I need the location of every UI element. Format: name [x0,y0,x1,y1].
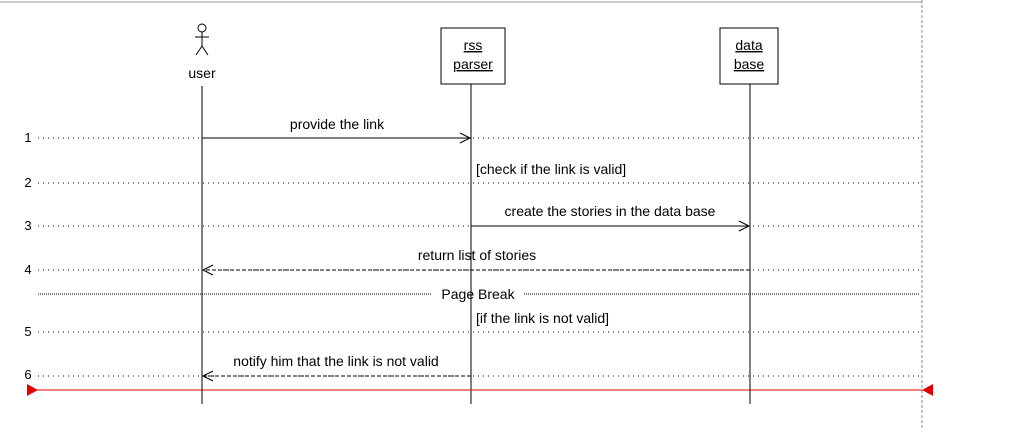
end-marker-left-triangle-icon[interactable] [27,384,38,396]
rss-parser-box [440,27,506,85]
step-number: 6 [24,367,31,382]
page-break-label: Page Break [441,286,515,302]
data-base-label-1: data [735,37,762,53]
arrowhead-icon [738,220,751,232]
message-return-list[interactable]: return list of stories [201,247,750,276]
object-data-base[interactable]: data base [719,27,779,85]
page-break: Page Break [38,286,920,302]
step-number: 3 [24,218,31,233]
message-notify[interactable]: notify him that the link is not valid [201,353,471,382]
guard-not-valid: [if the link is not valid] [476,310,609,326]
arrowhead-icon [201,264,214,276]
object-rss-parser[interactable]: rss parser [440,27,506,85]
message-label: create the stories in the data base [505,203,716,219]
step-row-1: 1 [24,130,922,145]
step-number: 1 [24,130,31,145]
rss-parser-label-1: rss [464,37,483,53]
user-head-icon [197,23,207,33]
message-provide-link[interactable]: provide the link [202,116,472,144]
diagram-end-marker[interactable] [27,384,933,396]
step-row-4: 4 [24,262,922,277]
message-create-stories[interactable]: create the stories in the data base [471,203,751,232]
step-row-5: 5 [24,324,922,339]
user-leg-left [195,45,203,56]
data-base-label-2: base [734,56,765,72]
step-row-6: 6 [24,367,922,382]
step-number: 2 [24,175,31,190]
message-label: notify him that the link is not valid [233,353,438,369]
rss-parser-label-2: parser [453,56,493,72]
guard-check-valid: [check if the link is valid] [476,161,626,177]
arrowhead-icon [459,132,472,144]
actor-user-label: user [188,65,216,81]
step-number: 5 [24,324,31,339]
arrowhead-icon [201,370,214,382]
step-row-2: 2 [24,175,922,190]
message-label: provide the link [290,116,385,132]
step-row-3: 3 [24,218,922,233]
message-label: return list of stories [418,247,536,263]
user-leg-right [201,45,209,56]
actor-user[interactable]: user [188,23,216,81]
end-marker-right-triangle-icon[interactable] [922,384,933,396]
data-base-box [719,27,779,85]
step-number: 4 [24,262,31,277]
